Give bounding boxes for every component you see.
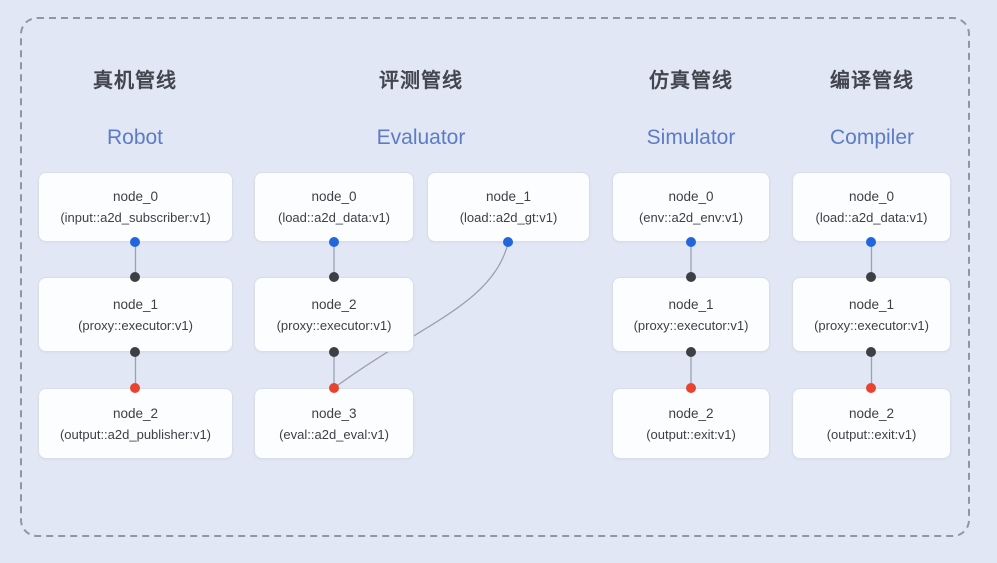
node-type: (load::a2d_data:v1) xyxy=(815,210,928,225)
dashed-border-frame xyxy=(20,17,970,537)
pipeline-title-compiler-en: Compiler xyxy=(829,126,915,149)
evaluator-node-2[interactable]: node_2 (proxy::executor:v1) xyxy=(254,277,414,352)
robot-node-2[interactable]: node_2 (output::a2d_publisher:v1) xyxy=(38,388,233,459)
simulator-node-2[interactable]: node_2 (output::exit:v1) xyxy=(612,388,770,459)
edge-evaluator-n1-n3 xyxy=(333,241,510,389)
node-type: (proxy::executor:v1) xyxy=(814,317,929,333)
compiler-node2-in-port-icon xyxy=(866,383,876,393)
compiler-node1-in-port-icon xyxy=(866,272,876,282)
pipeline-title-simulator-en: Simulator xyxy=(646,126,736,149)
node-name: node_2 xyxy=(848,405,895,421)
node-type: (env::a2d_env:v1) xyxy=(638,210,744,225)
simulator-node1-in-port-icon xyxy=(686,272,696,282)
compiler-node-2[interactable]: node_2 (output::exit:v1) xyxy=(792,388,951,459)
evaluator-node-3[interactable]: node_3 (eval::a2d_eval:v1) xyxy=(254,388,414,459)
node-type: (output::exit:v1) xyxy=(826,426,917,442)
node-type: (eval::a2d_eval:v1) xyxy=(279,426,389,442)
robot-node0-out-port-icon xyxy=(130,237,140,247)
compiler-node1-out-port-icon xyxy=(866,347,876,357)
evaluator-node3-in-port-icon xyxy=(329,383,339,393)
evaluator-node-1[interactable]: node_1 (load::a2d_gt:v1) xyxy=(427,172,590,242)
pipeline-title-simulator-zh: 仿真管线 xyxy=(649,70,733,92)
pipeline-title-evaluator-en: Evaluator xyxy=(376,126,466,149)
simulator-node-1[interactable]: node_1 (proxy::executor:v1) xyxy=(612,277,770,352)
node-name: node_0 xyxy=(668,189,714,204)
simulator-node-0[interactable]: node_0 (env::a2d_env:v1) xyxy=(612,172,770,242)
node-type: (output::exit:v1) xyxy=(646,426,736,442)
node-name: node_1 xyxy=(848,296,895,312)
evaluator-node2-in-port-icon xyxy=(329,272,339,282)
node-name: node_0 xyxy=(848,189,895,204)
node-type: (proxy::executor:v1) xyxy=(78,317,193,333)
robot-node1-in-port-icon xyxy=(130,272,140,282)
simulator-node1-out-port-icon xyxy=(686,347,696,357)
evaluator-node2-out-port-icon xyxy=(329,347,339,357)
node-name: node_0 xyxy=(311,189,357,204)
evaluator-node-0[interactable]: node_0 (load::a2d_data:v1) xyxy=(254,172,414,242)
simulator-node0-out-port-icon xyxy=(686,237,696,247)
pipeline-title-robot-zh: 真机管线 xyxy=(93,70,177,92)
node-name: node_2 xyxy=(311,296,357,312)
node-name: node_1 xyxy=(485,189,532,204)
compiler-node-0[interactable]: node_0 (load::a2d_data:v1) xyxy=(792,172,951,242)
evaluator-node1-out-port-icon xyxy=(503,237,513,247)
node-type: (input::a2d_subscriber:v1) xyxy=(60,210,211,225)
pipeline-title-evaluator-zh: 评测管线 xyxy=(379,70,463,92)
pipeline-title-compiler-zh: 编译管线 xyxy=(830,70,914,92)
evaluator-node0-out-port-icon xyxy=(329,237,339,247)
node-type: (proxy::executor:v1) xyxy=(633,317,749,333)
node-name: node_1 xyxy=(112,296,159,312)
node-name: node_2 xyxy=(112,405,159,421)
node-type: (output::a2d_publisher:v1) xyxy=(59,426,212,442)
compiler-node-1[interactable]: node_1 (proxy::executor:v1) xyxy=(792,277,951,352)
node-name: node_3 xyxy=(311,405,357,421)
robot-node1-out-port-icon xyxy=(130,347,140,357)
node-name: node_1 xyxy=(668,296,714,312)
simulator-node2-in-port-icon xyxy=(686,383,696,393)
node-type: (load::a2d_data:v1) xyxy=(277,210,391,225)
robot-node-1[interactable]: node_1 (proxy::executor:v1) xyxy=(38,277,233,352)
compiler-node0-out-port-icon xyxy=(866,237,876,247)
node-name: node_0 xyxy=(112,189,159,204)
node-name: node_2 xyxy=(668,405,714,421)
pipeline-title-robot-en: Robot xyxy=(106,126,164,149)
robot-node-0[interactable]: node_0 (input::a2d_subscriber:v1) xyxy=(38,172,233,242)
node-type: (proxy::executor:v1) xyxy=(276,317,392,333)
node-type: (load::a2d_gt:v1) xyxy=(459,210,558,225)
robot-node2-in-port-icon xyxy=(130,383,140,393)
